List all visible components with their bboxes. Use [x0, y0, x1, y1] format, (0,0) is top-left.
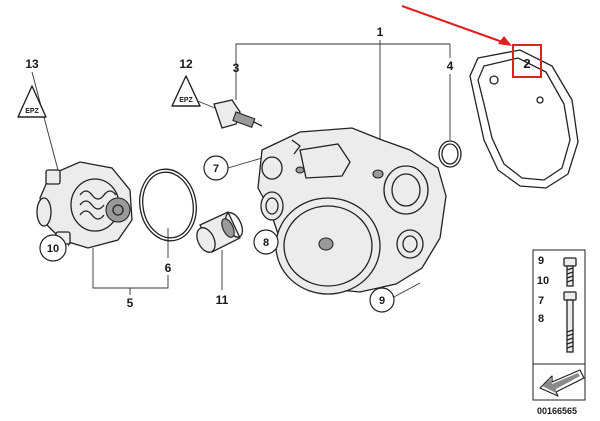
- svg-text:9: 9: [379, 295, 385, 307]
- short-bolt-icon: [563, 257, 577, 287]
- legend-label-8: 8: [538, 313, 544, 325]
- callout-2: 2: [523, 56, 530, 71]
- leader-7: [227, 157, 263, 169]
- pump-gasket: [469, 49, 579, 189]
- long-bolt-icon: [563, 291, 577, 353]
- water-pump-body: [257, 127, 447, 295]
- legend-label-9: 9: [538, 255, 544, 267]
- warning-symbol-text: EPZ: [179, 97, 193, 104]
- legend-label-10: 10: [537, 275, 549, 287]
- ring-seal: [139, 168, 197, 242]
- hose-connector: [196, 211, 244, 253]
- direction-arrow-icon: [539, 369, 585, 397]
- svg-text:10: 10: [47, 243, 59, 255]
- callout-11: 11: [216, 293, 229, 307]
- bracket-5-6: [92, 248, 169, 295]
- callout-12: 12: [179, 57, 193, 71]
- warning-triangle-icon: EPZ: [17, 85, 47, 118]
- callout-13: 13: [25, 57, 39, 71]
- leader-13: [31, 71, 59, 171]
- o-ring: [438, 140, 462, 168]
- callout-8: 8: [253, 229, 279, 255]
- bracket-1-3: [235, 40, 451, 150]
- warning-symbol-text: EPZ: [25, 108, 39, 115]
- temperature-sensor: [213, 99, 263, 129]
- leader-9: [391, 282, 421, 299]
- callout-7: 7: [203, 155, 229, 181]
- thermostat-housing: [36, 161, 133, 249]
- svg-text:8: 8: [263, 237, 269, 249]
- highlight-box: [512, 44, 542, 78]
- callout-4: 4: [447, 59, 454, 73]
- legend-label-7: 7: [538, 295, 544, 307]
- callout-9: 9: [369, 287, 395, 313]
- callout-10: 10: [39, 234, 67, 262]
- warning-triangle-icon: EPZ: [171, 75, 201, 107]
- fastener-legend: 9 10 7 8: [532, 249, 586, 401]
- callout-1: 1: [377, 25, 384, 39]
- highlight-arrow-icon: [401, 5, 512, 46]
- diagram-id: 00166565: [537, 406, 577, 416]
- svg-text:7: 7: [213, 163, 219, 175]
- callout-3: 3: [233, 61, 240, 75]
- callout-5: 5: [127, 296, 134, 310]
- callout-6: 6: [165, 261, 172, 275]
